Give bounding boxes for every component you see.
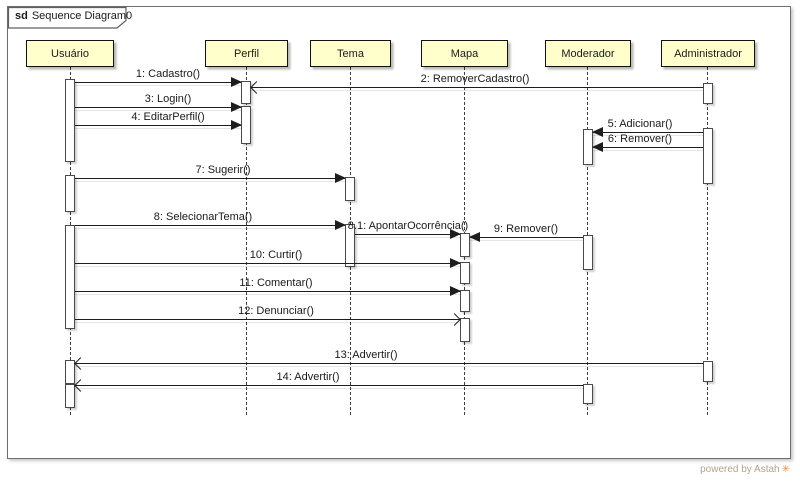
lifeline-perfil[interactable] (246, 67, 247, 415)
activation-bar[interactable] (703, 361, 713, 382)
sync-arrowhead-icon (231, 120, 242, 130)
message-label: 6: Remover() (607, 133, 673, 145)
message-line (75, 178, 345, 179)
lifeline-name: Moderador (561, 47, 615, 60)
activation-bar[interactable] (345, 177, 355, 201)
activation-bar[interactable] (65, 384, 75, 408)
sync-arrowhead-icon (231, 102, 242, 112)
activation-bar[interactable] (460, 290, 470, 312)
lifeline-head-administrador[interactable]: Administrador (661, 40, 755, 67)
async-arrowhead-icon (250, 80, 263, 94)
message-label: 5: Adicionar() (607, 118, 673, 130)
activation-bar[interactable] (65, 360, 75, 384)
activation-bar[interactable] (241, 81, 251, 104)
activation-bar[interactable] (703, 83, 713, 104)
message-line (75, 82, 241, 83)
frame-keyword: sd (15, 10, 28, 22)
powered-by-astah-link[interactable]: powered by Astah ✳ (700, 464, 790, 475)
sync-arrowhead-icon (335, 220, 346, 230)
message-label: 8.1: ApontarOcorrência() (347, 220, 469, 232)
powered-by-text: powered by Astah (700, 464, 780, 475)
message-line (75, 107, 241, 108)
message-line (75, 125, 241, 126)
async-arrowhead-icon (448, 312, 461, 326)
activation-bar[interactable] (65, 225, 75, 329)
sync-arrowhead-icon (592, 127, 603, 137)
message-line (251, 87, 703, 88)
activation-bar[interactable] (583, 384, 593, 404)
activation-bar[interactable] (65, 175, 75, 212)
sync-arrowhead-icon (231, 77, 242, 87)
message-label: 1: Cadastro() (135, 68, 201, 80)
message-line (470, 237, 583, 238)
activation-bar[interactable] (460, 262, 470, 284)
message-label: 9: Remover() (493, 223, 559, 235)
lifeline-head-perfil[interactable]: Perfil (205, 40, 288, 67)
message-label: 13: Advertir() (334, 349, 398, 361)
activation-bar[interactable] (460, 233, 470, 257)
sync-arrowhead-icon (335, 173, 346, 183)
lifeline-head-tema[interactable]: Tema (310, 40, 391, 67)
lifeline-name: Mapa (450, 47, 479, 60)
message-line (593, 132, 703, 133)
async-arrowhead-icon (74, 356, 87, 370)
activation-bar[interactable] (345, 224, 355, 267)
lifeline-head-moderador[interactable]: Moderador (545, 40, 631, 67)
lifeline-name: Perfil (233, 47, 260, 60)
message-label: 10: Curtir() (249, 249, 303, 261)
message-line (75, 385, 583, 386)
lifeline-name: Usuário (51, 47, 89, 60)
message-label: 4: EditarPerfil() (131, 111, 205, 123)
activation-bar[interactable] (583, 235, 593, 270)
sync-arrowhead-icon (450, 258, 461, 268)
astah-logo-icon: ✳ (781, 463, 790, 475)
message-line (355, 234, 460, 235)
message-line (75, 291, 460, 292)
sync-arrowhead-icon (469, 232, 480, 242)
message-line (75, 263, 460, 264)
async-arrowhead-icon (74, 378, 87, 392)
message-label: 7: Sugerir() (195, 164, 251, 176)
message-label: 11: Comentar() (239, 277, 313, 289)
lifeline-head-usuario[interactable]: Usuário (26, 40, 114, 67)
message-label: 12: Denunciar() (238, 305, 314, 317)
message-label: 14: Advertir() (276, 371, 340, 383)
message-label: 8: SelecionarTema() (153, 211, 253, 223)
pentagon-shape-icon (8, 7, 127, 29)
activation-bar[interactable] (241, 106, 251, 144)
message-line (75, 319, 460, 320)
activation-bar[interactable] (65, 79, 75, 162)
message-line (75, 225, 345, 226)
message-label: 2: RemoverCadastro() (420, 73, 530, 85)
lifeline-name: Administrador (674, 47, 742, 60)
sync-arrowhead-icon (450, 286, 461, 296)
activation-bar[interactable] (460, 318, 470, 342)
activation-bar[interactable] (703, 128, 713, 184)
message-line (75, 363, 703, 364)
lifeline-head-mapa[interactable]: Mapa (421, 40, 508, 67)
frame-diagram-name: Sequence Diagram0 (31, 10, 133, 22)
lifeline-administrador[interactable] (707, 67, 708, 415)
sync-arrowhead-icon (450, 229, 461, 239)
sync-arrowhead-icon (592, 142, 603, 152)
message-label: 3: Login() (144, 93, 192, 105)
message-line (593, 147, 703, 148)
lifeline-name: Tema (337, 47, 364, 60)
